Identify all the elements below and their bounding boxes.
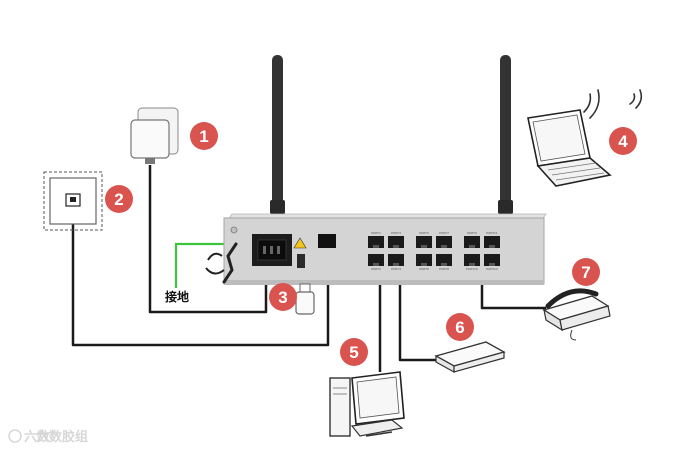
badge-7: 7 [572, 258, 600, 286]
rj45-port [464, 254, 480, 266]
rj45-port [464, 236, 480, 248]
port-label: PORT2 [371, 267, 381, 271]
rj45-port-notch [421, 263, 427, 266]
set-top-box [434, 341, 506, 374]
warning-icon [293, 237, 307, 249]
rj45-port-notch [469, 245, 475, 248]
rj45-port [416, 254, 432, 266]
svg-text:6: 6 [455, 318, 464, 337]
svg-text:4: 4 [618, 132, 628, 151]
usb-stick [295, 283, 315, 315]
antenna-left [270, 55, 285, 214]
port-label: PORT6 [419, 267, 429, 271]
port-label: PORT5 [419, 231, 429, 235]
badge-5: 5 [340, 338, 368, 366]
rj45-port-notch [441, 245, 447, 248]
power-cable [148, 165, 268, 314]
ground-screw [230, 226, 238, 234]
port-label: PORT1 [371, 231, 381, 235]
rj45-port-notch [373, 263, 379, 266]
rj45-port-notch [469, 263, 475, 266]
ground-label: 接地 [165, 289, 189, 304]
badge-2: 2 [105, 185, 133, 213]
badge-1: 1 [190, 122, 218, 150]
usb-port [297, 254, 305, 268]
rj45-port-notch [393, 263, 399, 266]
port-label: PORT4 [391, 267, 401, 271]
ground-wire [174, 242, 240, 288]
power-adapter [130, 107, 179, 164]
port-label: PORT11 [486, 231, 498, 235]
port-label: PORT9 [467, 231, 477, 235]
power-socket [252, 234, 292, 266]
rj45-port [388, 254, 404, 266]
rj45-port [368, 236, 384, 248]
port-label: PORT7 [439, 231, 449, 235]
badge-3: 3 [269, 283, 297, 311]
rj45-port [484, 254, 500, 266]
rj45-port-notch [489, 263, 495, 266]
rj45-port [416, 236, 432, 248]
rj45-port-notch [441, 263, 447, 266]
rj45-port [436, 236, 452, 248]
port-label: PORT3 [391, 231, 401, 235]
ground-clamp-icon [205, 242, 238, 284]
rj45-port [368, 254, 384, 266]
port-label: PORT10 [466, 267, 478, 271]
phone-wall-jack [43, 171, 103, 231]
svg-text:2: 2 [114, 190, 123, 209]
rj45-port [484, 236, 500, 248]
rj45-port [388, 236, 404, 248]
rj45-port-notch [393, 245, 399, 248]
settop-cable [398, 262, 436, 362]
rj45-port-notch [421, 245, 427, 248]
antenna-right [498, 55, 513, 214]
port-label: PORT8 [439, 267, 449, 271]
wifi-signal-icon [583, 89, 643, 119]
svg-text:六数: 六数 [24, 429, 51, 445]
badge-6: 6 [446, 313, 474, 341]
svg-text:六数胶组: 六数胶组 [36, 429, 88, 445]
svg-text:5: 5 [349, 343, 358, 362]
phone-line-cable [71, 220, 330, 347]
svg-text:7: 7 [581, 263, 590, 282]
rj45-port-notch [489, 245, 495, 248]
laptop [527, 109, 612, 187]
svg-text:1: 1 [199, 127, 208, 146]
svg-text:3: 3 [278, 288, 287, 307]
port-label: PORT12 [486, 267, 498, 271]
line-port [318, 234, 336, 248]
rj45-port [436, 254, 452, 266]
desktop-computer [329, 371, 405, 437]
telephone [542, 288, 611, 341]
watermark: 六数 六数胶组 [8, 429, 88, 445]
rj45-port-notch [373, 245, 379, 248]
badge-4: 4 [609, 127, 637, 155]
